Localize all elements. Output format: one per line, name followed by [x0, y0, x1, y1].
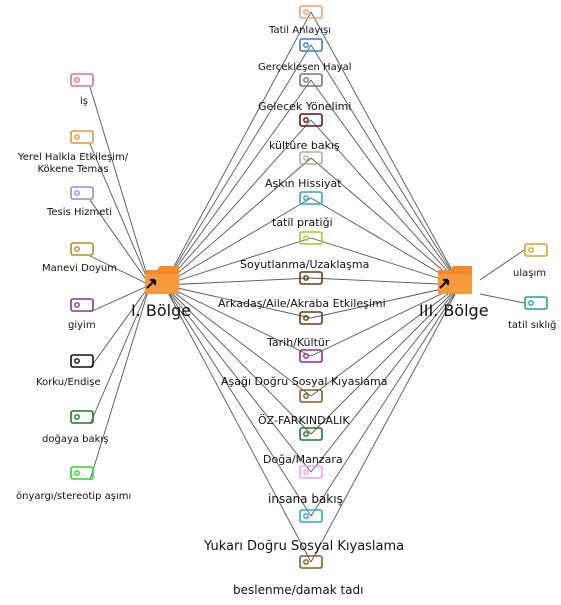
code-tag-icon[interactable]: [70, 410, 94, 424]
code-tag-icon[interactable]: [299, 509, 323, 523]
edge-center-left: [163, 11, 312, 286]
edge-center-left: [163, 284, 312, 435]
code-tag-icon[interactable]: [70, 466, 94, 480]
code-tag-icon[interactable]: [299, 38, 323, 52]
edge-left: [89, 199, 151, 286]
edge-center-left: [163, 284, 312, 357]
edge-center-right: [310, 44, 461, 286]
center-node-label: kültüre bakış: [269, 139, 340, 152]
code-tag-icon[interactable]: [299, 191, 323, 205]
code-tag-icon[interactable]: [299, 231, 323, 245]
left-node-label: Tesis Hizmeti: [47, 207, 113, 218]
edge-center-right: [310, 119, 461, 286]
left-node-label: iş: [80, 96, 88, 107]
edge-center-left: [163, 284, 312, 517]
edge-center-right: [310, 277, 461, 286]
code-tag-icon[interactable]: [299, 427, 323, 441]
code-tag-icon[interactable]: [70, 354, 94, 368]
code-tag-icon[interactable]: [299, 5, 323, 19]
edge-center-left: [163, 157, 312, 286]
code-tag-icon[interactable]: [299, 465, 323, 479]
left-node-label: önyargı/stereotip aşımı: [16, 491, 132, 502]
left-node-label: Korku/Endişe: [36, 377, 101, 388]
center-node-label: beslenme/damak tadı: [233, 583, 364, 597]
hub-left-label: I. Bölge: [131, 301, 192, 320]
left-node-label: Yerel Halkla Etkileşim/Kökene Temas: [18, 152, 129, 175]
hub-right-label: III. Bölge: [419, 301, 489, 320]
edge-center-left: [163, 277, 312, 286]
center-node-label: Yukarı Doğru Sosyal Kıyaslama: [204, 539, 405, 554]
code-tag-icon[interactable]: [299, 151, 323, 165]
edge-center-right: [310, 79, 461, 286]
center-node-label: ÖZ-FARKINDALIK: [258, 414, 350, 427]
edge-center-left: [163, 284, 312, 319]
center-node-label: Gerçekleşen Hayal: [258, 62, 352, 73]
right-node-label: tatil sıklığ: [508, 320, 557, 331]
center-node-label: Doğa/Manzara: [263, 453, 343, 466]
center-node-label: tatil pratiği: [272, 216, 333, 229]
edge-center-right: [310, 284, 461, 435]
edge-left: [89, 86, 151, 286]
code-tag-icon[interactable]: [299, 271, 323, 285]
left-node-label: doğaya bakış: [42, 434, 109, 445]
code-tag-icon[interactable]: [299, 555, 323, 569]
edge-center-left: [163, 284, 312, 563]
edge-left: [89, 284, 151, 425]
code-tag-icon[interactable]: [70, 130, 94, 144]
edge-center-right: [310, 284, 461, 357]
center-node-label: Arkadaş/Aile/Akraba Etkileşimi: [218, 297, 386, 310]
edge-center-left: [163, 197, 312, 286]
edge-center-right: [310, 157, 461, 286]
left-node-label: Manevi Doyum: [42, 263, 117, 274]
edge-center-left: [163, 237, 312, 286]
edge-left: [89, 255, 151, 286]
code-tag-icon[interactable]: [299, 311, 323, 325]
left-node-label: giyim: [68, 320, 96, 331]
center-node-label: insana bakış: [268, 492, 343, 506]
edge-left: [89, 143, 151, 286]
folder-icon: [438, 266, 472, 294]
code-tag-icon[interactable]: [299, 113, 323, 127]
center-node-label: Tarih/Kültür: [267, 336, 330, 349]
code-tag-icon[interactable]: [299, 73, 323, 87]
edge-center-right: [310, 284, 461, 563]
center-node-label: Aşkın Hissiyat: [265, 177, 342, 190]
edge-center-left: [163, 44, 312, 286]
edge-right: [479, 249, 525, 281]
edge-left: [89, 284, 151, 369]
edge-center-right: [310, 237, 461, 286]
center-node-label: Tatil Anlayışı: [269, 25, 332, 36]
edge-center-left: [163, 79, 312, 286]
code-tag-icon[interactable]: [524, 243, 548, 257]
code-tag-icon[interactable]: [70, 242, 94, 256]
folder-icon: [145, 266, 179, 294]
code-tag-icon[interactable]: [299, 349, 323, 363]
edge-center-right: [310, 284, 461, 319]
edge-center-left: [163, 284, 312, 397]
edge-center-right: [310, 284, 461, 397]
center-node-label: Gelecek Yönelimi: [258, 100, 352, 113]
edge-left: [89, 284, 151, 313]
edge-right: [479, 293, 525, 304]
code-tag-icon[interactable]: [70, 186, 94, 200]
center-node-label: Soyutlanma/Uzaklaşma: [240, 258, 370, 271]
right-node-label: ulaşım: [513, 268, 546, 279]
code-tag-icon[interactable]: [524, 296, 548, 310]
code-tag-icon[interactable]: [70, 298, 94, 312]
edge-left: [89, 284, 151, 481]
edge-center-right: [310, 284, 461, 517]
code-tag-icon[interactable]: [299, 389, 323, 403]
edge-center-left: [163, 119, 312, 286]
code-tag-icon[interactable]: [70, 73, 94, 87]
edge-center-right: [310, 284, 461, 473]
edge-center-left: [163, 284, 312, 473]
center-node-label: Aşağı Doğru Sosyal Kıyaslama: [221, 375, 388, 388]
edge-center-right: [310, 197, 461, 286]
edge-center-right: [310, 11, 461, 286]
